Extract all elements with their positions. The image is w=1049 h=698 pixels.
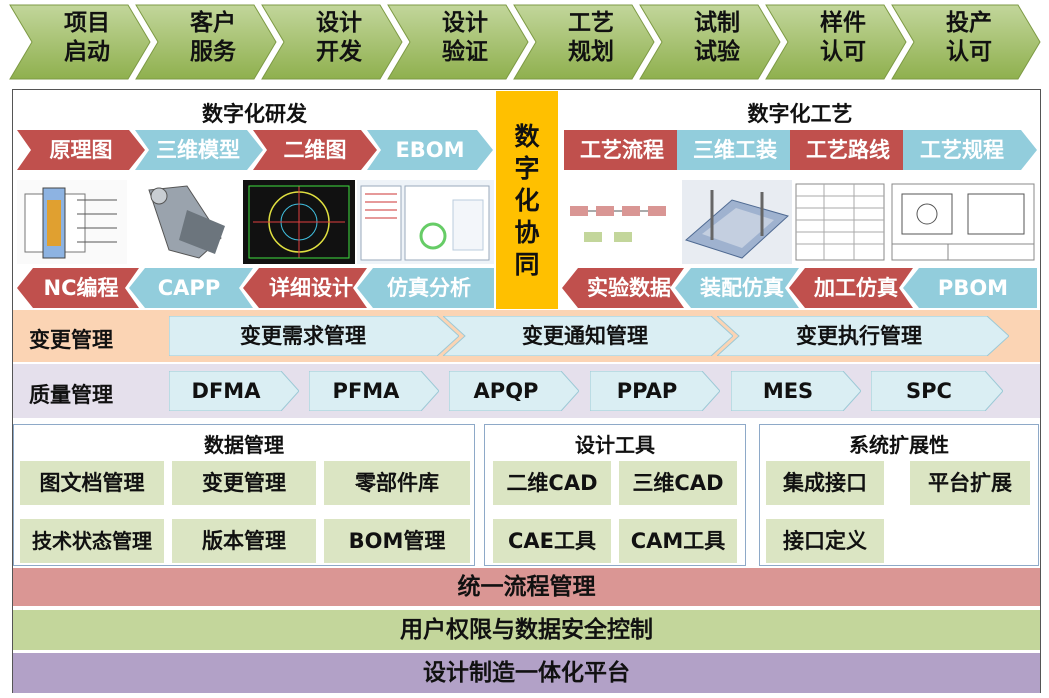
shaft-model-image (129, 180, 241, 264)
2d-cad-drawing (248, 185, 350, 259)
cell-version-management: 版本管理 (172, 519, 316, 563)
quality-step-dfma: DFMA (169, 371, 299, 411)
quality-step-apqp: APQP (449, 371, 579, 411)
pe-step-3d-fixture: 三维工装 (677, 130, 793, 170)
change-management-band: 变更管理 变更需求管理 变更通知管理 变更执行管理 (13, 310, 1040, 362)
cell-2d-cad: 二维CAD (493, 461, 611, 505)
collab-text: 数 字 化 协 同 (514, 122, 540, 279)
rd-step-3d-model: 三维模型 (135, 130, 263, 170)
design-tools-title: 设计工具 (575, 433, 655, 457)
phase-label-2: 客户服务 (190, 10, 236, 65)
rd-step-nc-programming: NC编程 (17, 268, 139, 308)
cell-parts-library: 零部件库 (324, 461, 470, 505)
extensibility-group: 系统扩展性 集成接口 平台扩展 接口定义 (759, 424, 1039, 566)
ebom-screen-image (357, 180, 494, 264)
shaft-model-render (148, 185, 225, 259)
process-spec-drawing (891, 183, 1035, 261)
2d-drawing-image (243, 180, 355, 264)
quality-step-ppap: PPAP (590, 371, 720, 411)
phase-chevron-4 (387, 4, 529, 80)
cell-change-management: 变更管理 (172, 461, 316, 505)
security-control-layer: 用户权限与数据安全控制 (13, 610, 1040, 650)
process-route-image (794, 180, 886, 264)
pe-step-machining-simulation: 加工仿真 (789, 268, 913, 308)
phase-label-7: 样件认可 (820, 10, 866, 65)
valve-section-image (17, 180, 127, 264)
cell-interface-definition: 接口定义 (766, 519, 884, 563)
rd-step-schematic: 原理图 (17, 130, 145, 170)
phase-chevron-1 (9, 4, 151, 80)
phase-chevron-6 (639, 4, 781, 80)
pe-step-process-route: 工艺路线 (790, 130, 906, 170)
process-spec-image (888, 180, 1038, 264)
change-step-execution: 变更执行管理 (717, 316, 1009, 356)
3d-fixture-image (682, 180, 792, 264)
quality-management-band: 质量管理 DFMA PFMA APQP PPAP MES SPC (13, 364, 1040, 418)
cell-integration-interface: 集成接口 (766, 461, 884, 505)
quality-management-label: 质量管理 (29, 383, 113, 407)
rd-step-detailed-design: 详细设计 (243, 268, 367, 308)
rd-step-ebom: EBOM (367, 130, 493, 170)
data-management-group: 数据管理 图文档管理 变更管理 零部件库 技术状态管理 版本管理 BOM管理 (13, 424, 475, 566)
pe-step-test-data: 实验数据 (562, 268, 684, 308)
change-step-request: 变更需求管理 (169, 316, 459, 356)
pe-step-pbom: PBOM (903, 268, 1037, 308)
rd-step-2d-drawing: 二维图 (253, 130, 377, 170)
phase-chevron-5 (513, 4, 655, 80)
design-tools-group: 设计工具 二维CAD 三维CAD CAE工具 CAM工具 (484, 424, 746, 566)
process-chevrons (9, 4, 1041, 80)
extensibility-title: 系统扩展性 (849, 433, 949, 457)
phase-label-6: 试制试验 (694, 10, 740, 65)
phase-chevron-8 (891, 4, 1041, 80)
unified-process-layer: 统一流程管理 (13, 568, 1040, 606)
phase-label-4: 设计验证 (442, 10, 488, 65)
process-phase-bar: 项目启动 客户服务 设计开发 设计验证 工艺规划 试制试验 样件认可 投产认可 (0, 0, 1049, 84)
data-management-title: 数据管理 (204, 433, 284, 457)
rd-title: 数字化研发 (202, 102, 307, 126)
phase-chevron-3 (261, 4, 403, 80)
pe-step-process-spec: 工艺规程 (903, 130, 1037, 170)
cell-document-management: 图文档管理 (20, 461, 164, 505)
cell-configuration-management: 技术状态管理 (20, 519, 164, 563)
change-step-notice: 变更通知管理 (443, 316, 733, 356)
quality-step-mes: MES (731, 371, 861, 411)
quality-step-pfma: PFMA (309, 371, 439, 411)
phase-chevron-2 (135, 4, 277, 80)
cell-cae-tools: CAE工具 (493, 519, 611, 563)
change-management-label: 变更管理 (29, 328, 113, 352)
phase-label-3: 设计开发 (316, 10, 362, 65)
architecture-frame: 数字化研发 原理图 三维模型 二维图 EBOM (12, 89, 1041, 693)
cell-3d-cad: 三维CAD (619, 461, 737, 505)
cell-platform-extension: 平台扩展 (910, 461, 1030, 505)
pe-step-process-flow: 工艺流程 (564, 130, 680, 170)
process-flow-image (564, 180, 680, 264)
rd-step-capp: CAPP (129, 268, 253, 308)
cell-bom-management: BOM管理 (324, 519, 470, 563)
process-eng-title: 数字化工艺 (747, 102, 853, 126)
3d-fixture-render (685, 190, 789, 259)
phase-label-5: 工艺规划 (568, 10, 614, 65)
quality-step-spc: SPC (871, 371, 1003, 411)
integrated-platform-layer: 设计制造一体化平台 (13, 653, 1040, 693)
valve-section-drawing (24, 187, 117, 259)
cell-cam-tools: CAM工具 (619, 519, 737, 563)
rd-step-simulation-analysis: 仿真分析 (357, 268, 494, 308)
phase-label-1: 项目启动 (64, 10, 110, 65)
process-route-table (795, 183, 885, 261)
digital-collaboration-column: 数 字 化 协 同 (496, 91, 558, 309)
phase-chevron-7 (765, 4, 907, 80)
pe-step-assembly-simulation: 装配仿真 (675, 268, 799, 308)
process-flow-chart (570, 206, 666, 242)
ebom-software-screen (360, 185, 490, 261)
phase-label-8: 投产认可 (946, 10, 992, 65)
